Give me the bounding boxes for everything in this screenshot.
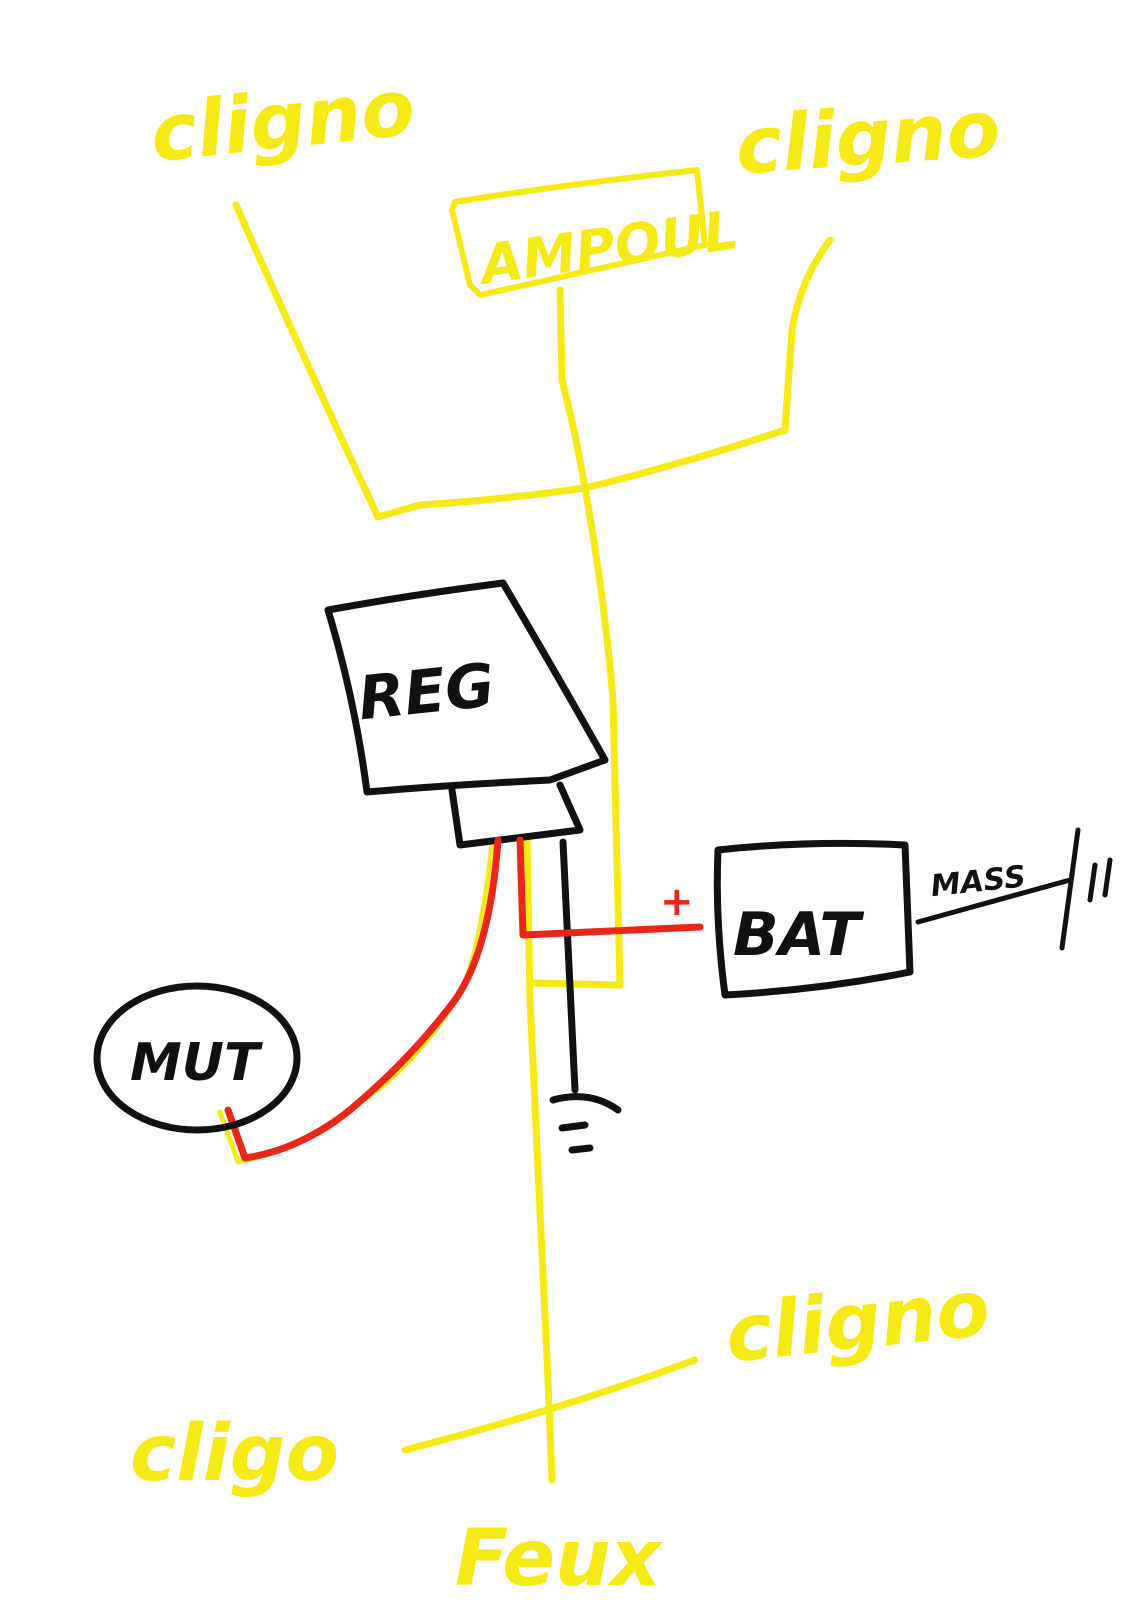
cligo-bottom-left-label: cligo [130,1409,339,1499]
battery-box [713,839,914,999]
mut: MUT [93,982,301,1134]
regulator-body [324,579,609,796]
wire-red-to-battery [516,836,704,939]
wire-main-trunk [581,484,624,989]
reg-label: REG [355,650,498,734]
wire-cligno-top-left [232,201,589,521]
wire-reg-to-feux [523,834,556,1484]
wire-cligo-bottom [401,1356,699,1454]
ground-wire [549,838,622,1154]
battery: BAT MASS [713,827,1113,999]
ampoul-label: AMPOUL [473,198,742,297]
ampoul-box: AMPOUL [449,167,742,298]
ground-hatch-icon [1059,827,1113,951]
battery-plus-label: + [660,879,694,925]
cligno-top-right-label: cligno [733,84,1003,192]
feux-label: Feux [455,1514,664,1600]
red-wires: + [224,836,704,1162]
bat-label: BAT [733,900,864,970]
ground-icon [549,1093,622,1154]
yellow-wires [217,201,834,1484]
cligno-top-left-label: cligno [146,63,419,180]
wire-trunk-loop [529,979,624,989]
regulator-connector [448,781,584,849]
mut-label: MUT [130,1033,263,1093]
wire-ampoul-down [556,286,589,492]
cligno-bottom-right-label: cligno [721,1264,994,1381]
wire-red-to-mut [224,836,502,1162]
mut-circle [93,982,301,1134]
wire-cligno-top-right [581,236,834,492]
wire-mass [915,877,1073,925]
regulator: REG [324,579,609,849]
